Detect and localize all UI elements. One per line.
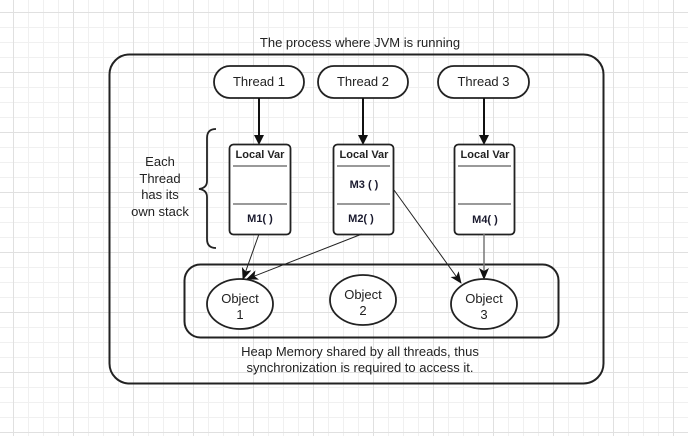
stack-2-header: Local Var bbox=[339, 149, 389, 161]
ref-m1-object1-arrow bbox=[241, 233, 260, 280]
object-1-label-line1: Object bbox=[221, 291, 259, 306]
stack-1-lower-method: M1( ) bbox=[247, 213, 273, 225]
stack-3-lower-method: M4( ) bbox=[472, 214, 498, 226]
diagram-title: The process where JVM is running bbox=[259, 35, 461, 50]
heap-label-line: synchronization is required to access it… bbox=[246, 360, 474, 375]
stack-2 bbox=[332, 143, 395, 236]
object-3-label-line2: 3 bbox=[480, 307, 488, 322]
stack-explanation-line: Each bbox=[145, 154, 175, 169]
brace-icon bbox=[198, 128, 217, 249]
thread-label-3: Thread 3 bbox=[457, 74, 510, 89]
stack-3-header: Local Var bbox=[460, 149, 510, 161]
object-2-label-line1: Object bbox=[344, 287, 382, 302]
object-3-label: Object 3 bbox=[451, 291, 517, 323]
heap-memory-label: Heap Memory shared by all threads, thus … bbox=[190, 344, 530, 376]
stack-explanation-line: has its bbox=[141, 187, 179, 202]
stack-explanation-line: own stack bbox=[131, 203, 189, 219]
stack-2-upper-method: M3 ( ) bbox=[349, 179, 379, 191]
stack-2-lower-method: M2( ) bbox=[348, 213, 374, 225]
ref-m2-object1-arrow bbox=[246, 233, 363, 280]
object-node-2[interactable] bbox=[329, 274, 397, 326]
object-2-label-line2: 2 bbox=[359, 303, 367, 318]
ref-m3-object3-arrow bbox=[393, 189, 462, 284]
stack-explanation-line: Thread bbox=[139, 170, 181, 186]
heap-label-line: Heap Memory shared by all threads, thus bbox=[241, 344, 479, 359]
object-3-label-line1: Object bbox=[465, 291, 503, 306]
thread-label-2: Thread 2 bbox=[336, 74, 390, 89]
stack-explanation: Each Thread has its own stack bbox=[120, 154, 200, 220]
stack-3 bbox=[453, 143, 516, 236]
object-2-label: Object 2 bbox=[330, 287, 396, 319]
object-1-label: Object 1 bbox=[207, 291, 273, 323]
process-boundary bbox=[108, 53, 605, 385]
object-1-label-line2: 1 bbox=[236, 307, 244, 322]
stack-1 bbox=[228, 143, 292, 236]
thread-label-1: Thread 1 bbox=[232, 74, 286, 89]
stack-1-header: Local Var bbox=[235, 149, 285, 161]
heap-memory-box bbox=[183, 263, 560, 339]
object-node-1[interactable] bbox=[206, 278, 274, 330]
